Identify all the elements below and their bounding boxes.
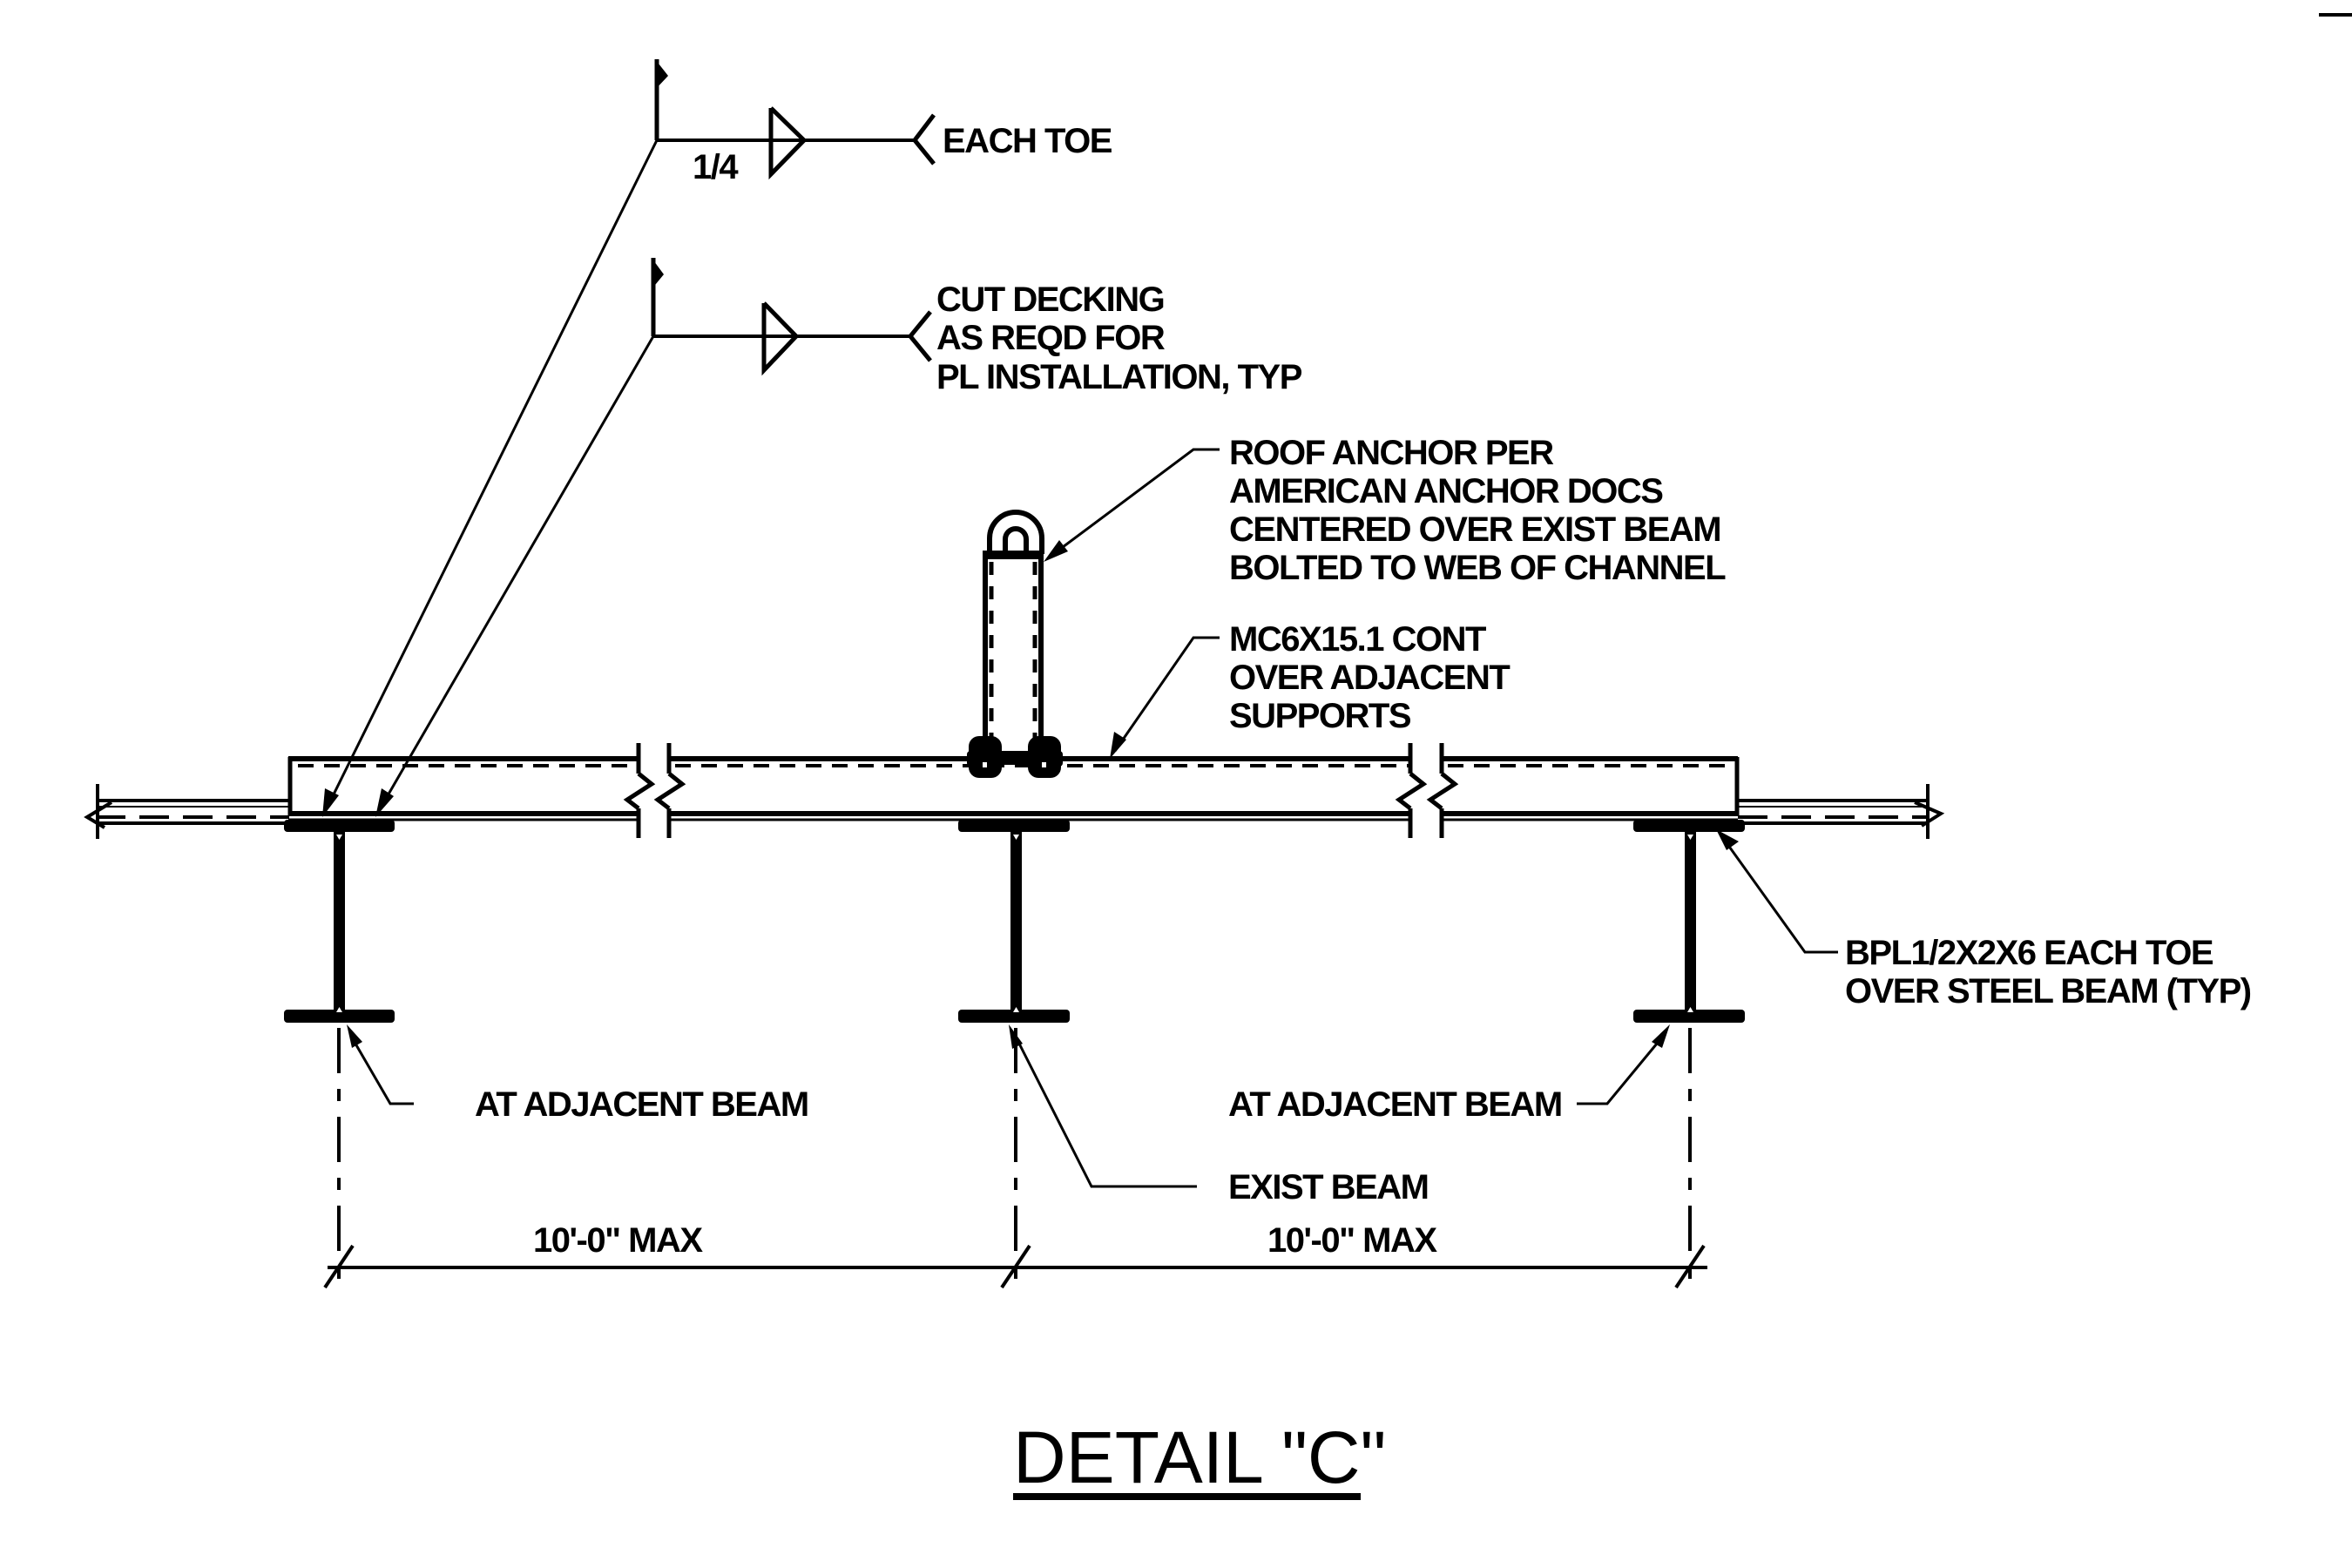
roof-anchor-note-line-4: BOLTED TO WEB OF CHANNEL <box>1229 549 1726 587</box>
exist-beam-label: EXIST BEAM <box>1228 1168 1428 1206</box>
weld-symbol-cut-decking <box>375 258 932 817</box>
roof-deck-right <box>1738 784 1945 839</box>
adjacent-beam-left-label: AT ADJACENT BEAM <box>475 1085 808 1124</box>
weld-symbol-each-toe <box>322 59 936 817</box>
detail-title: DETAIL "C" <box>1013 1416 1386 1498</box>
roof-anchor-note-line-3: CENTERED OVER EXIST BEAM <box>1229 510 1720 549</box>
roof-anchor-leader <box>1044 448 1220 562</box>
exist-beam-center <box>958 820 1070 1023</box>
weld-note-line-3: PL INSTALLATION, TYP <box>936 358 1302 396</box>
break-mark-right <box>1395 743 1459 838</box>
base-plate-note-line-2: OVER STEEL BEAM (TYP) <box>1845 972 2251 1010</box>
adjacent-beam-left-leader <box>347 1024 414 1105</box>
roof-anchor-note-line-1: ROOF ANCHOR PER <box>1229 434 1554 472</box>
roof-anchor-icon <box>967 510 1063 778</box>
roof-anchor-note-line-2: AMERICAN ANCHOR DOCS <box>1229 472 1663 510</box>
dimension-line <box>323 1244 1707 1289</box>
dimension-label-left: 10'-0" MAX <box>533 1221 703 1260</box>
adjacent-beam-right-leader <box>1577 1024 1670 1105</box>
channel-note-line-1: MC6X15.1 CONT <box>1229 620 1486 659</box>
base-plate-note-line-1: BPL1/2X2X6 EACH TOE <box>1845 934 2213 972</box>
base-plate-leader <box>1716 829 1838 954</box>
dimension-label-right: 10'-0" MAX <box>1267 1221 1437 1260</box>
beam-centerlines <box>337 1028 1692 1281</box>
break-mark-left <box>623 743 686 838</box>
channel-note-line-3: SUPPORTS <box>1229 697 1411 735</box>
weld-note-line-1: CUT DECKING <box>936 280 1164 319</box>
weld-note-line-2: AS REQD FOR <box>936 319 1166 357</box>
channel-leader <box>1110 636 1220 759</box>
weld-note-each-toe: EACH TOE <box>943 122 1112 160</box>
adjacent-beam-right <box>1633 820 1745 1023</box>
exist-beam-leader <box>1009 1024 1197 1188</box>
roof-deck-left <box>84 784 289 839</box>
weld-size-label: 1/4 <box>693 148 739 186</box>
channel-note-line-2: OVER ADJACENT <box>1229 659 1510 697</box>
adjacent-beam-right-label: AT ADJACENT BEAM <box>1228 1085 1562 1124</box>
adjacent-beam-left <box>284 820 395 1023</box>
mc-channel <box>287 756 1740 821</box>
